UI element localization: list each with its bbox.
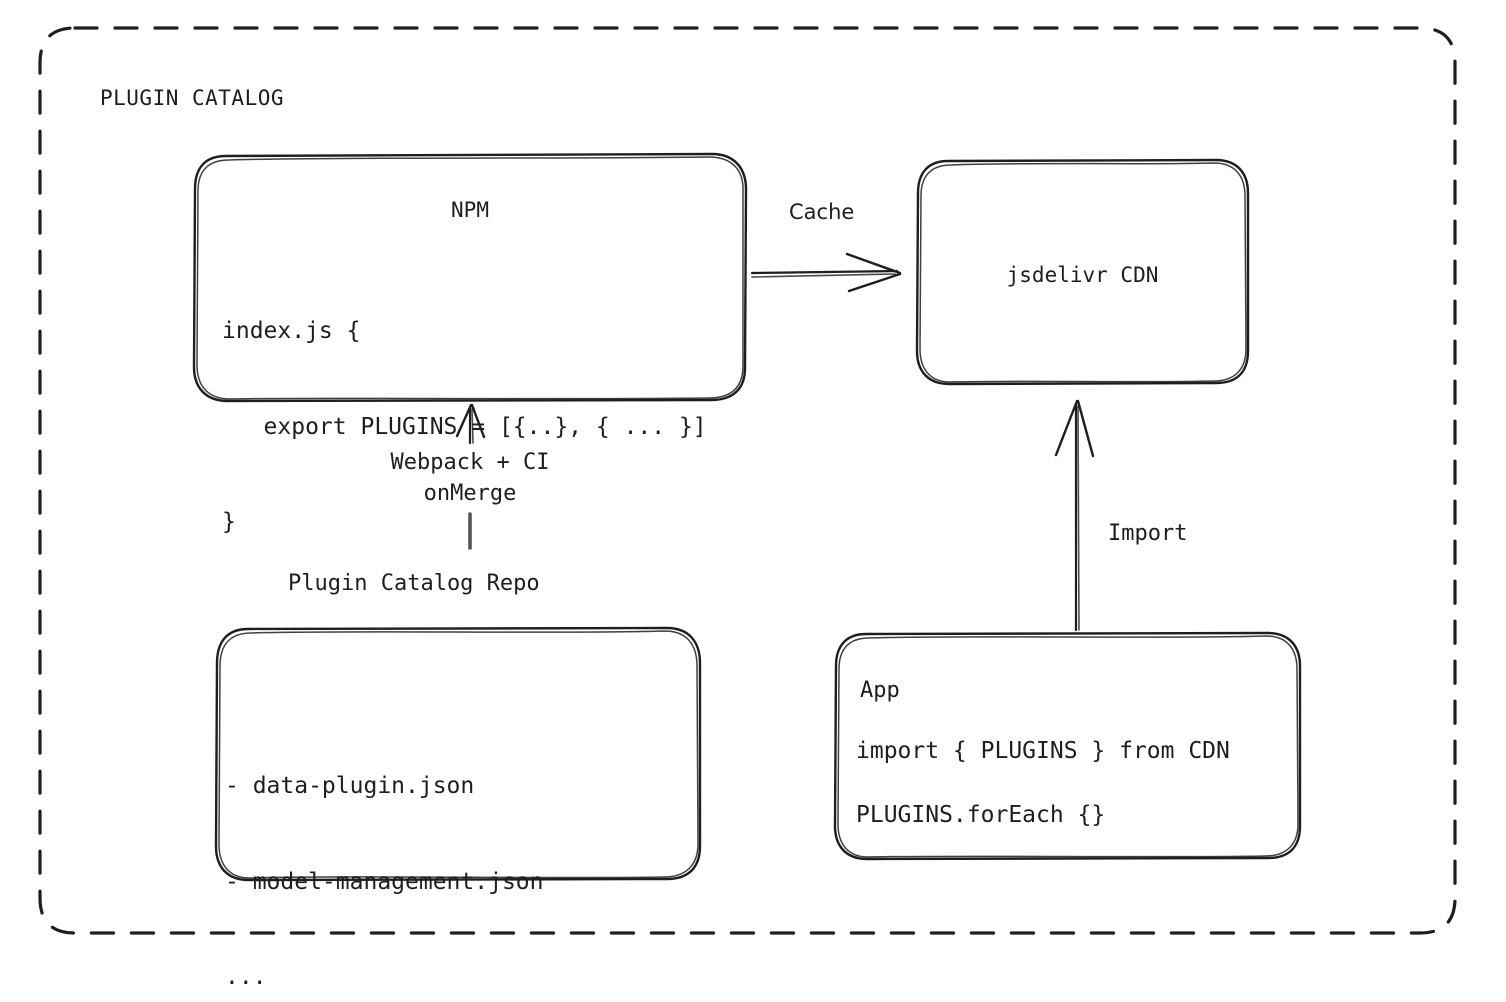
- edge-build-label-line2: onMerge: [423, 481, 517, 506]
- node-repo-caption: Plugin Catalog Repo: [288, 571, 540, 596]
- node-cdn-title: jsdelivr CDN: [1006, 263, 1159, 287]
- edge-import-label: Import: [1108, 521, 1188, 546]
- edge-cache-label: Cache: [789, 200, 855, 224]
- node-app-code-line-2: PLUGINS.forEach {}: [856, 802, 1106, 828]
- node-app-code-line-1: import { PLUGINS } from CDN: [856, 738, 1230, 764]
- node-app-title: App: [860, 678, 900, 703]
- node-npm-code-line-3: }: [222, 508, 236, 535]
- node-npm-code-line-2: export PLUGINS = [{..}, { ... }]: [222, 413, 707, 440]
- edge-cache: [750, 252, 902, 293]
- node-npm-shape[interactable]: [192, 152, 748, 403]
- node-cdn-shape[interactable]: [915, 158, 1250, 386]
- node-npm-title: NPM: [451, 198, 489, 222]
- list-item: ...: [225, 963, 267, 990]
- node-npm-code-line-1: index.js {: [222, 318, 361, 345]
- list-item: - model-management.json: [225, 868, 544, 895]
- node-repo-list: - data-plugin.json - model-management.js…: [225, 708, 544, 1002]
- group-title: PLUGIN CATALOG: [100, 86, 285, 110]
- edge-import: [1054, 399, 1095, 632]
- edge-build: [455, 403, 486, 550]
- node-npm-code: index.js { export PLUGINS = [{..}, { ...…: [222, 253, 707, 602]
- group-container-plugin-catalog: [38, 26, 1457, 935]
- node-app-shape[interactable]: [833, 631, 1302, 861]
- list-item: - data-plugin.json: [225, 773, 475, 800]
- edge-build-label-line1: Webpack + CI: [390, 450, 550, 475]
- node-repo-shape[interactable]: [214, 626, 702, 882]
